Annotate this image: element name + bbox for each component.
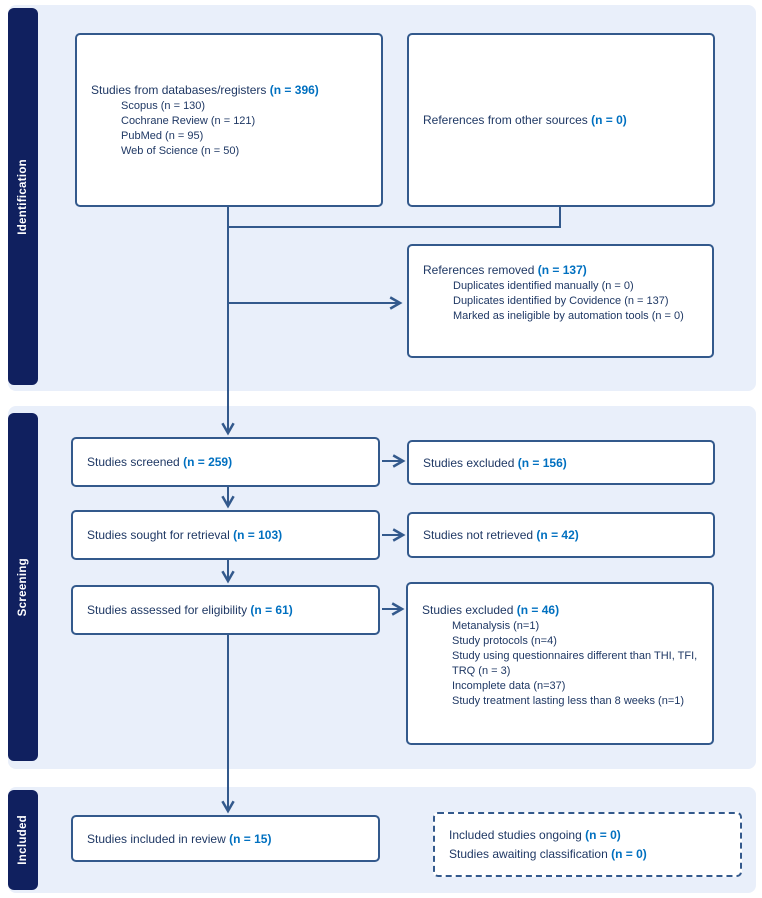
count-badge: (n = 15) xyxy=(229,831,272,846)
count-badge: (n = 61) xyxy=(250,603,293,617)
database-breakdown-list: Scopus (n = 130) Cochrane Review (n = 12… xyxy=(107,99,381,159)
box-title: Studies screened (n = 259) xyxy=(87,455,233,469)
list-item: Cochrane Review (n = 121) xyxy=(121,114,256,127)
ongoing-line: Included studies ongoing (n = 0) xyxy=(449,827,621,842)
count-badge: (n = 0) xyxy=(591,113,627,127)
phase-bar-screening: Screening xyxy=(8,413,38,761)
box-title: Studies not retrieved (n = 42) xyxy=(423,528,579,542)
count-badge: (n = 156) xyxy=(517,455,567,470)
phase-label-screening: Screening xyxy=(17,557,29,617)
count-badge: (n = 259) xyxy=(183,455,233,469)
references-other-sources-box: References from other sources (n = 0) xyxy=(407,33,715,207)
list-item: Study using questionnaires different tha… xyxy=(452,650,698,677)
phase-bar-identification: Identification xyxy=(8,8,38,385)
count-badge: (n = 137) xyxy=(537,263,587,277)
list-item: Study protocols (n=4) xyxy=(452,635,557,647)
awaiting-classification-line: Studies awaiting classification (n = 0) xyxy=(449,846,647,861)
list-item: Marked as ineligible by automation tools… xyxy=(453,310,684,322)
references-removed-box: References removed (n = 137) Duplicates … xyxy=(407,244,714,358)
box-title: Studies included in review (n = 15) xyxy=(87,831,272,846)
box-title: Studies excluded (n = 46) xyxy=(422,603,560,617)
list-item: Scopus (n = 130) xyxy=(121,99,206,112)
removed-breakdown-list: Duplicates identified manually (n = 0) D… xyxy=(439,279,712,324)
count-badge: (n = 46) xyxy=(516,603,560,617)
studies-excluded-screening-box: Studies excluded (n = 156) xyxy=(407,440,715,485)
list-item: Incomplete data (n=37) xyxy=(452,680,566,692)
phase-label-included: Included xyxy=(17,815,29,865)
phase-label-identification: Identification xyxy=(17,158,29,235)
list-item: Metanalysis (n=1) xyxy=(452,620,540,632)
studies-excluded-eligibility-box: Studies excluded (n = 46) Metanalysis (n… xyxy=(406,582,714,745)
list-item: Study treatment lasting less than 8 week… xyxy=(452,695,685,707)
exclusion-reasons-list: Metanalysis (n=1) Study protocols (n=4) … xyxy=(438,619,712,709)
studies-included-review-box: Studies included in review (n = 15) xyxy=(71,815,380,862)
ongoing-awaiting-classification-box: Included studies ongoing (n = 0) Studies… xyxy=(433,812,742,877)
box-title: Studies assessed for eligibility (n = 61… xyxy=(87,603,293,617)
studies-from-databases-box: Studies from databases/registers (n = 39… xyxy=(75,33,383,207)
studies-assessed-eligibility-box: Studies assessed for eligibility (n = 61… xyxy=(71,585,380,635)
count-badge: (n = 103) xyxy=(233,528,283,542)
box-title: References from other sources (n = 0) xyxy=(423,113,627,127)
box-title: Studies excluded (n = 156) xyxy=(423,455,567,470)
count-badge: (n = 0) xyxy=(585,827,621,842)
studies-not-retrieved-box: Studies not retrieved (n = 42) xyxy=(407,512,715,558)
list-item: Duplicates identified manually (n = 0) xyxy=(453,280,634,292)
count-badge: (n = 0) xyxy=(611,846,647,861)
list-item: Duplicates identified by Covidence (n = … xyxy=(453,295,669,307)
box-title: Studies from databases/registers (n = 39… xyxy=(91,82,319,97)
count-badge: (n = 42) xyxy=(536,528,579,542)
box-title: References removed (n = 137) xyxy=(423,263,587,277)
list-item: PubMed (n = 95) xyxy=(121,129,204,142)
phase-bar-included: Included xyxy=(8,790,38,890)
list-item: Web of Science (n = 50) xyxy=(121,144,240,157)
other-sources-connector-line xyxy=(229,207,561,228)
box-title: Studies sought for retrieval (n = 103) xyxy=(87,528,283,542)
count-badge: (n = 396) xyxy=(269,82,319,97)
studies-screened-box: Studies screened (n = 259) xyxy=(71,437,380,487)
studies-sought-retrieval-box: Studies sought for retrieval (n = 103) xyxy=(71,510,380,560)
